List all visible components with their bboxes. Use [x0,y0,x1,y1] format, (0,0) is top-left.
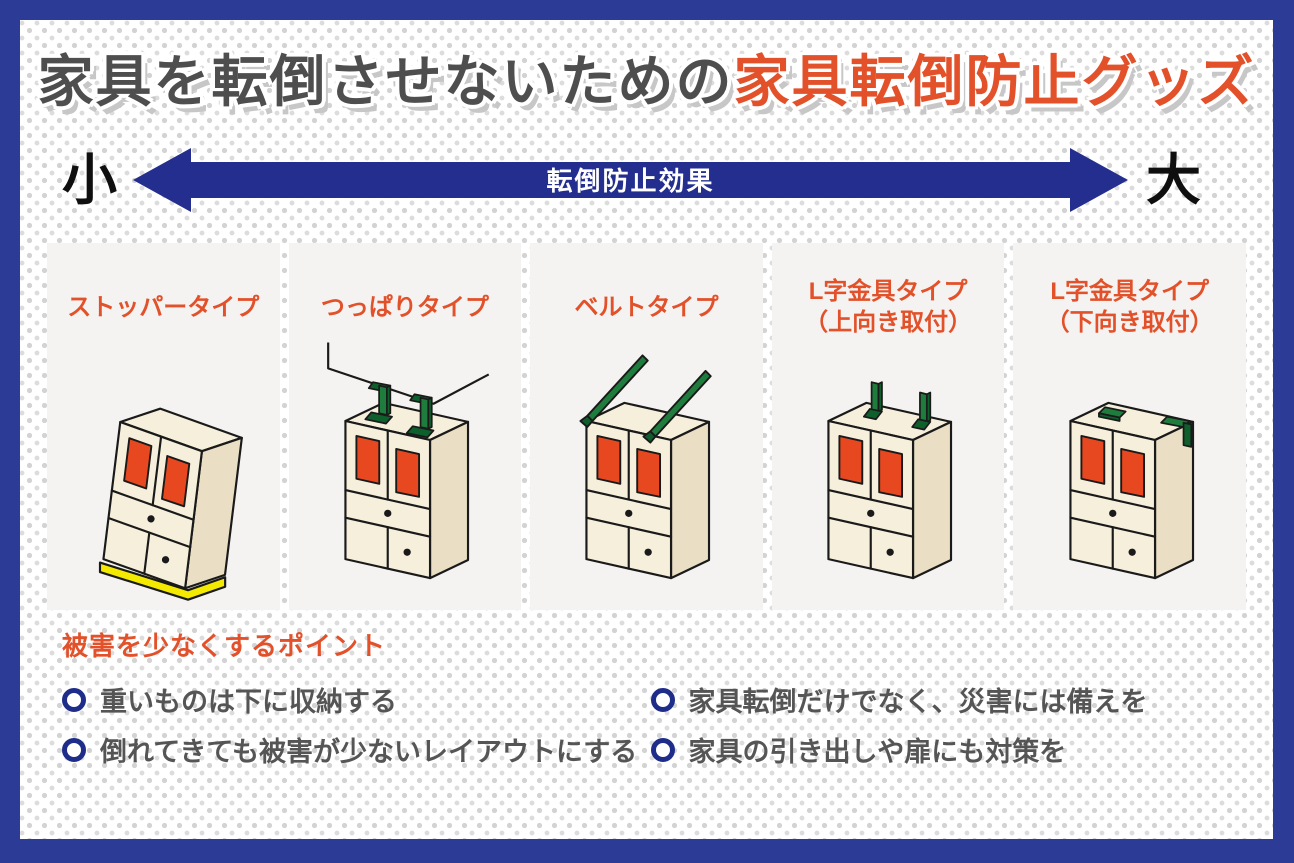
point-item: 重いものは下に収納する [62,680,643,719]
point-text: 家具転倒だけでなく、災害には備えを [688,687,1148,718]
point-item: 家具の引き出しや扉にも対策を [650,730,1232,769]
point-item: 倒れてきても被害が少ないレイアウトにする [62,730,643,769]
cabinet-icon [1069,402,1194,580]
arrow-left-head-icon [133,148,192,213]
tension-rod-illustration [326,342,490,580]
panel-label: L字金具タイプ （上向き取付） [772,275,1005,339]
goods-panels: ストッパータイプ つっぱりタイプ [47,243,1246,611]
panel-label: ベルトタイプ [530,275,763,339]
panel-l-bracket-down-type: L字金具タイプ （下向き取付） [1013,243,1246,611]
panel-label-line2: （上向き取付） [804,309,973,337]
panel-label: L字金具タイプ （下向き取付） [1013,275,1246,339]
circle-bullet-icon [650,737,675,762]
panel-label-line1: L字金具タイプ [808,278,968,306]
title-normal-text: 家具を転倒させないための [37,50,734,113]
stopper-wedge-icon [99,561,227,602]
damage-reduction-points: 被害を少なくするポイント 重いものは下に収納する 家具転倒だけでなく、災害には備… [62,626,1231,769]
point-item: 家具転倒だけでなく、災害には備えを [650,680,1232,719]
poster-content: 家具を転倒させないための家具転倒防止グッズ 小 転倒防止効果 大 ストッパータイ… [20,20,1273,839]
belt-type-illustration [579,354,713,580]
arrow-body [185,162,1076,199]
ceiling-line [326,342,490,406]
title-accent-text: 家具転倒防止グッズ [733,50,1256,113]
scale-large-label: 大 [1145,148,1201,211]
circle-bullet-icon [650,687,675,712]
point-text: 重いものは下に収納する [100,687,397,718]
points-heading: 被害を少なくするポイント [62,631,387,662]
panel-label-line1: ベルトタイプ [574,293,719,321]
arrow-right-head-icon [1069,148,1128,213]
cabinet-icon [344,402,469,580]
panel-l-bracket-up-type: L字金具タイプ （上向き取付） [771,243,1005,611]
l-bracket-up-illustration [827,381,953,580]
arrow-label: 転倒防止効果 [546,166,715,197]
panel-stopper-type: ストッパータイプ [47,243,280,611]
l-bracket-icon [1097,406,1127,423]
l-bracket-down-illustration [1069,402,1194,580]
belt-strap-icon [642,370,713,444]
page-title: 家具を転倒させないための家具転倒防止グッズ [20,50,1273,114]
circle-bullet-icon [62,687,86,712]
point-text: 家具の引き出しや扉にも対策を [688,737,1067,768]
tension-rod-icon [405,393,435,439]
l-bracket-icon [1159,416,1192,449]
panel-label: つっぱりタイプ [289,275,522,339]
effect-scale-row: 小 転倒防止効果 大 [62,148,1201,213]
point-text: 倒れてきても被害が少ないレイアウトにする [100,737,638,768]
points-list: 重いものは下に収納する 家具転倒だけでなく、災害には備えを 倒れてきても被害が少… [62,680,1231,769]
double-arrow: 転倒防止効果 [133,148,1128,213]
panel-label: ストッパータイプ [47,275,280,339]
belt-strap-icon [579,354,650,429]
l-bracket-icon [911,392,932,431]
cabinet-icon [100,403,246,595]
panel-belt-type: ベルトタイプ [530,243,763,611]
cabinet-icon [585,402,711,580]
panel-label-line1: ストッパータイプ [67,293,260,321]
panel-label-line2: （下向き取付） [1045,309,1214,337]
stopper-type-illustration [99,403,246,602]
cabinet-icon [827,402,953,580]
l-bracket-icon [863,381,883,421]
tension-rod-icon [364,381,393,425]
circle-bullet-icon [62,737,86,762]
panel-label-line1: つっぱりタイプ [320,293,489,321]
scale-small-label: 小 [62,148,118,211]
panel-tension-rod-type: つっぱりタイプ [288,243,522,611]
panel-label-line1: L字金具タイプ [1050,278,1209,306]
